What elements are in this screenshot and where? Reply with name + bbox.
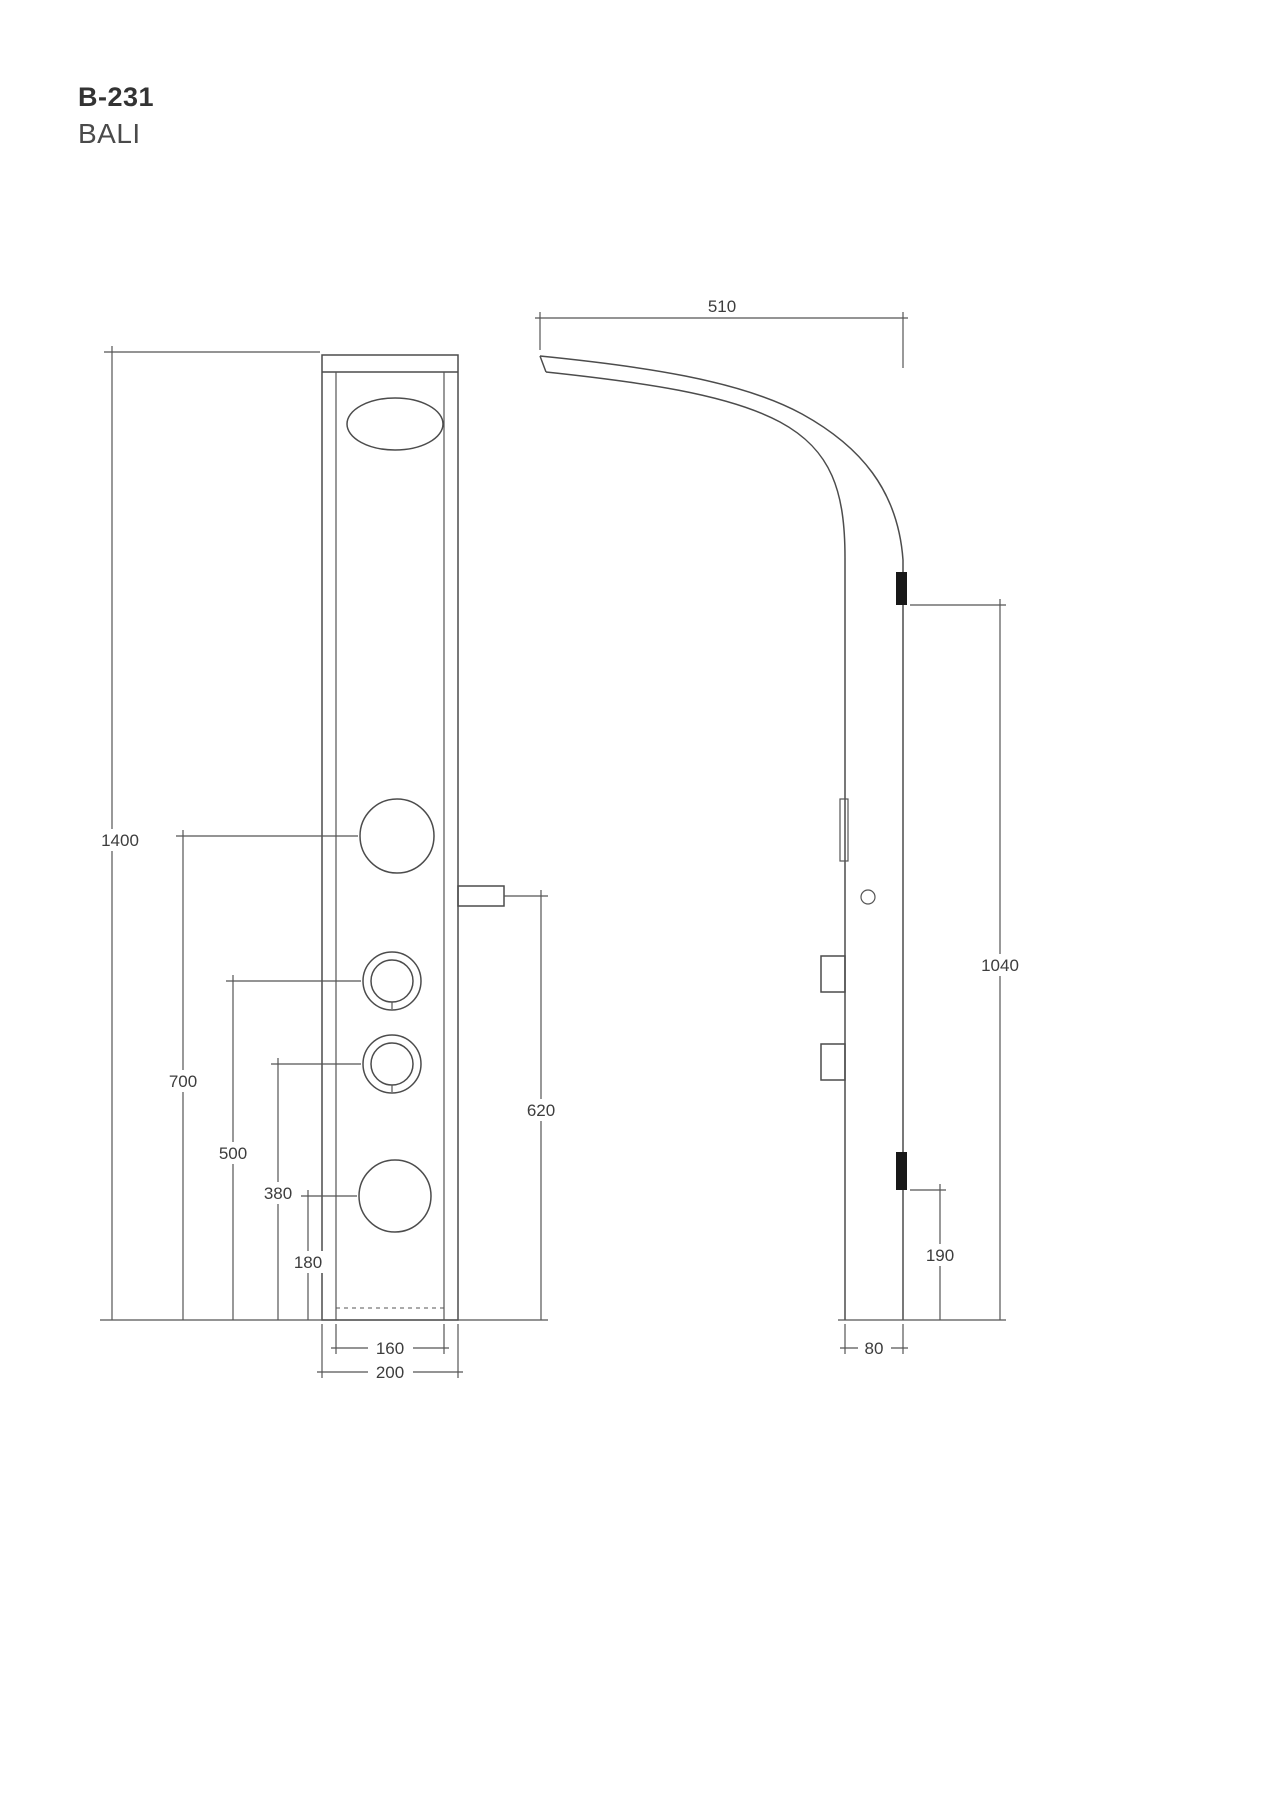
front-view	[321, 354, 505, 1321]
upper-wall-bracket	[896, 572, 907, 605]
dim-outlet-height-label: 700	[169, 1072, 197, 1091]
upper-outlet-circle	[359, 798, 435, 874]
dim-overall-height: 1400	[92, 346, 320, 1320]
dim-depth-label: 80	[865, 1339, 884, 1358]
dim-lower-bracket-height: 190	[910, 1184, 964, 1320]
dim-inner-width: 160	[331, 1324, 449, 1359]
arm-bottom-edge	[545, 371, 846, 559]
panel-outline	[321, 354, 459, 1321]
dim-upper-knob-height: 500	[210, 975, 361, 1320]
lower-wall-bracket	[896, 1152, 907, 1190]
side-upper-knob	[820, 955, 846, 993]
dim-outlet-height: 700	[160, 830, 358, 1320]
dim-overall-width: 200	[317, 1324, 463, 1383]
dim-inner-width-label: 160	[376, 1339, 404, 1358]
spout	[457, 885, 505, 907]
lower-knob-inner-circle	[370, 1042, 414, 1086]
dim-spout-height-label: 620	[527, 1101, 555, 1120]
dim-lower-bracket-height-label: 190	[926, 1246, 954, 1265]
dim-spout-height: 620	[504, 890, 565, 1320]
lower-knob	[362, 1034, 422, 1094]
product-name: BALI	[78, 118, 141, 149]
arm-top-edge	[539, 355, 904, 561]
side-lower-knob	[820, 1043, 846, 1081]
upper-knob-inner-circle	[370, 959, 414, 1003]
bottom-jet-circle	[358, 1159, 432, 1233]
dim-bottom-jet-height: 180	[285, 1190, 357, 1320]
dim-bottom-jet-height-label: 180	[294, 1253, 322, 1272]
dim-overall-width-label: 200	[376, 1363, 404, 1382]
upper-knob-outer-circle	[362, 951, 422, 1011]
upper-knob	[362, 951, 422, 1011]
front-dimensions: 1400 700 500 380	[92, 346, 565, 1383]
arm-tip	[539, 355, 547, 373]
side-view	[539, 355, 1006, 1321]
lower-knob-outer-circle	[362, 1034, 422, 1094]
dim-head-projection-label: 510	[708, 297, 736, 316]
side-diverter-circle	[860, 889, 876, 905]
side-inner-bracket	[839, 798, 849, 862]
dim-depth: 80	[840, 1324, 908, 1359]
dim-head-projection: 510	[535, 297, 908, 368]
product-code: B-231	[78, 82, 155, 112]
dim-lower-knob-height: 380	[255, 1058, 361, 1320]
side-dimensions: 510 1040 190 80	[535, 297, 1029, 1359]
shower-head-ellipse	[346, 397, 444, 451]
dim-body-height-label: 1040	[981, 956, 1019, 975]
dim-lower-knob-height-label: 380	[264, 1184, 292, 1203]
dim-overall-height-label: 1400	[101, 831, 139, 850]
dim-upper-knob-height-label: 500	[219, 1144, 247, 1163]
dim-body-height: 1040	[910, 599, 1029, 1320]
